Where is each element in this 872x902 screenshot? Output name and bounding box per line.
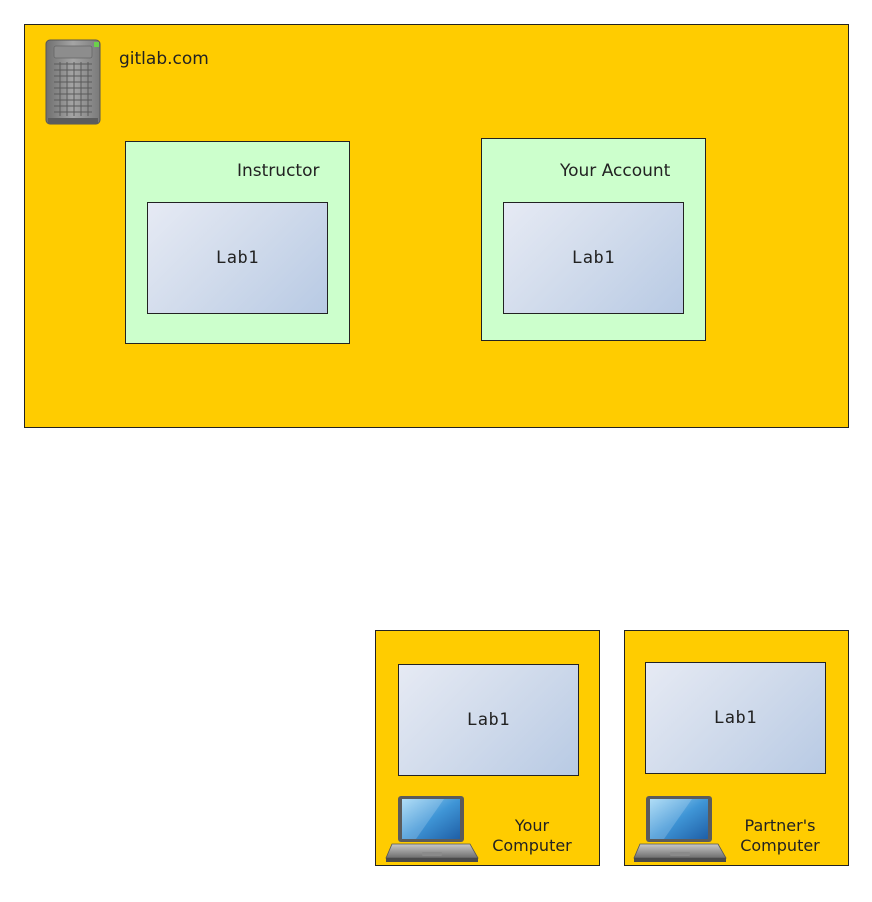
partner-computer-label-line2: Computer <box>740 836 820 855</box>
instructor-repo-label: Lab1 <box>216 248 259 268</box>
your-computer-repo-label: Lab1 <box>467 710 510 730</box>
server-label: gitlab.com <box>119 49 209 69</box>
instructor-account-label: Instructor <box>237 161 320 181</box>
your-computer-repo: Lab1 <box>398 664 579 776</box>
your-computer-label-line1: Your <box>514 816 550 835</box>
your-account-repo-label: Lab1 <box>572 248 615 268</box>
partner-computer-repo: Lab1 <box>645 662 826 774</box>
your-computer-label: Your Computer <box>480 816 584 856</box>
laptop-icon <box>632 794 728 864</box>
partner-computer-label-line1: Partner's <box>744 816 816 835</box>
partner-computer-label: Partner's Computer <box>728 816 832 856</box>
instructor-repo: Lab1 <box>147 202 328 314</box>
laptop-icon <box>384 794 480 864</box>
partner-computer-repo-label: Lab1 <box>714 708 757 728</box>
server-icon <box>44 38 104 128</box>
your-account-label: Your Account <box>560 161 671 181</box>
your-account-repo: Lab1 <box>503 202 684 314</box>
your-computer-label-line2: Computer <box>492 836 572 855</box>
